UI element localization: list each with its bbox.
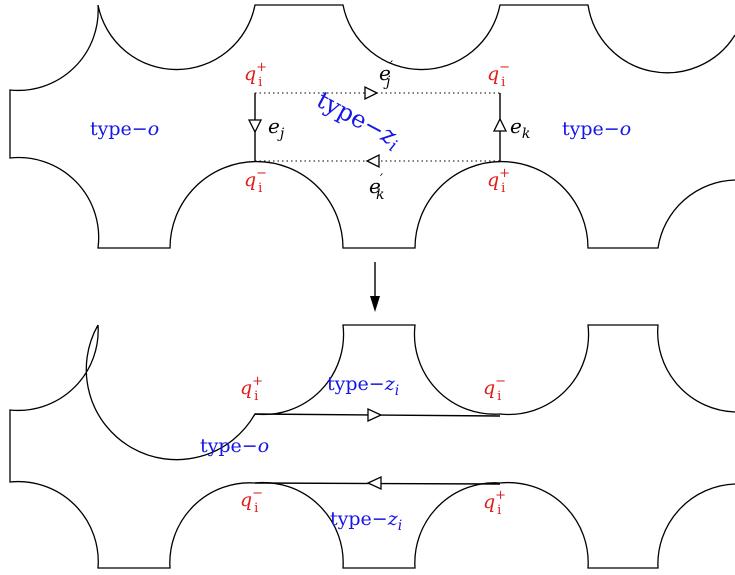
corridor-top-label: type−zi [327,373,399,399]
top-panel-outline [9,4,735,249]
top-panel: type−o type−o type−zi ej ek e′j e′k q+i … [9,4,735,249]
top-q-top-right: q−i [487,60,510,90]
top-region-left-label: type−o [90,118,159,140]
corridor-top-arrowhead [367,407,383,423]
dotted-bottom-arrowhead [365,153,380,169]
dotted-top-arrowhead [364,85,379,101]
edge-ek-arrowhead [492,117,508,132]
bottom-panel: type−o type−zi type−zi q+i q−i q−i q+i [9,324,735,569]
bottom-panel-outline [9,324,735,569]
bottom-q-bottom-right: q+i [483,488,506,518]
bottom-region-left-label: type−o [200,435,269,457]
bottom-q-bottom-left: q−i [240,486,263,516]
corridor-bottom-arrowhead [366,475,382,491]
edge-ek-label: ek [510,114,530,142]
dotted-top-label: e′j [379,59,394,90]
top-region-right-label: type−o [562,118,631,140]
edge-ej-arrowhead [247,119,263,134]
top-q-top-left: q+i [244,60,267,90]
arrow-down-icon [370,262,380,312]
edge-ej-label: ej [268,114,285,142]
corridor-bottom-label: type−zi [330,508,402,534]
dotted-bottom-label: e′k [369,172,385,203]
top-region-center-label: type−zi [310,86,405,157]
bottom-q-top-left: q+i [240,374,263,404]
top-q-bottom-left: q−i [244,166,267,196]
top-q-bottom-right: q+i [487,166,510,196]
bottom-q-top-right: q−i [483,374,506,404]
